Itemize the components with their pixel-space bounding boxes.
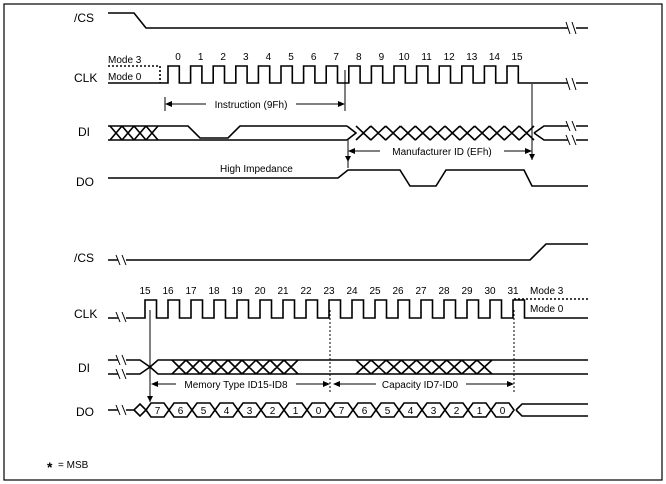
di-bottom-waveform xyxy=(108,354,588,380)
do-bit-label: 4 xyxy=(224,406,230,417)
clk-bottom-number: 24 xyxy=(346,286,358,297)
clk-top-number: 11 xyxy=(421,52,432,63)
cs-top-waveform xyxy=(108,12,588,29)
clk-bottom-number: 16 xyxy=(162,286,174,297)
di-top-waveform xyxy=(108,120,588,146)
clk-bottom-number: 17 xyxy=(185,286,197,297)
do-bit-label: 1 xyxy=(293,406,299,417)
clk-top-waveform xyxy=(108,65,588,84)
do-bit-label: 6 xyxy=(178,406,184,417)
clk-bottom-number: 30 xyxy=(484,286,496,297)
clk-top-break xyxy=(565,77,577,91)
clk-bottom-number: 23 xyxy=(323,286,335,297)
clk-top-number: 2 xyxy=(220,52,226,63)
capacity-label: Capacity ID7-ID0 xyxy=(382,380,459,391)
label-di-top: DI xyxy=(78,125,90,139)
clk-top-number: 9 xyxy=(379,52,385,63)
clk-top-number: 0 xyxy=(175,52,181,63)
clk-bottom-number: 25 xyxy=(369,286,381,297)
cs-top-break xyxy=(565,21,577,35)
do-bit-label: 2 xyxy=(454,406,460,417)
clk-bottom-number: 22 xyxy=(300,286,312,297)
instruction-label: Instruction (9Fh) xyxy=(215,100,288,111)
do-top-waveform xyxy=(108,169,588,187)
manufacturer-annotation: Manufacturer ID (EFh) xyxy=(345,84,535,168)
do-bit-label: 3 xyxy=(431,406,437,417)
mode3-bottom-label: Mode 3 xyxy=(530,286,564,297)
label-cs-top: /CS xyxy=(74,11,94,25)
clk-bottom-number: 21 xyxy=(277,286,289,297)
clk-bottom-number: 29 xyxy=(461,286,473,297)
clk-top-number: 13 xyxy=(466,52,478,63)
footnote-symbol: * xyxy=(47,459,53,475)
do-bit-label: 5 xyxy=(201,406,207,417)
clk-bottom-number: 27 xyxy=(415,286,427,297)
do-bit-label: 7 xyxy=(155,406,161,417)
do-bit-label: 3 xyxy=(247,406,253,417)
do-bit-label: 1 xyxy=(477,406,483,417)
mode3-top-label: Mode 3 xyxy=(108,55,142,66)
clk-top-number: 3 xyxy=(243,52,249,63)
clk-bottom-number: 19 xyxy=(231,286,243,297)
clk-top-number: 15 xyxy=(511,52,523,63)
clk-bottom-number: 31 xyxy=(507,286,519,297)
clk-bottom-number: 20 xyxy=(254,286,266,297)
cs-bottom-waveform xyxy=(108,243,588,261)
label-cs-bottom: /CS xyxy=(74,251,94,265)
footnote-text: = MSB xyxy=(58,460,89,471)
clk-top-number: 8 xyxy=(356,52,362,63)
clk-top-number: 4 xyxy=(266,52,272,63)
clk-top-number: 10 xyxy=(398,52,410,63)
label-do-top: DO xyxy=(76,175,94,189)
label-do-bottom: DO xyxy=(76,405,94,419)
do-bit-label: 4 xyxy=(408,406,414,417)
clk-top-number: 12 xyxy=(444,52,456,63)
clk-top-number: 6 xyxy=(311,52,317,63)
do-bottom-bit-labels: 7 6 5 4 3 2 1 0 7 6 5 4 3 2 1 0 xyxy=(155,406,506,417)
do-bit-label: 0 xyxy=(500,406,506,417)
clk-bottom-break xyxy=(115,311,127,323)
clk-bottom-waveform xyxy=(108,299,588,319)
mode0-bottom-label: Mode 0 xyxy=(530,304,564,315)
label-clk-top: CLK xyxy=(74,71,97,85)
manufacturer-label: Manufacturer ID (EFh) xyxy=(392,147,491,158)
memory-type-label: Memory Type ID15-ID8 xyxy=(184,380,288,391)
do-bit-label: 6 xyxy=(362,406,368,417)
do-bottom-waveform xyxy=(108,402,588,418)
clk-bottom-numbers: 15 16 17 18 19 20 21 22 23 24 25 26 27 28 29 30 31 xyxy=(139,286,519,297)
clk-bottom-number: 28 xyxy=(438,286,450,297)
clk-bottom-number: 26 xyxy=(392,286,404,297)
label-clk-bottom: CLK xyxy=(74,307,97,321)
high-impedance-label: High Impedance xyxy=(220,164,293,175)
label-di-bottom: DI xyxy=(78,361,90,375)
do-bit-label: 7 xyxy=(339,406,345,417)
clk-top-number: 1 xyxy=(198,52,204,63)
clk-bottom-number: 15 xyxy=(139,286,151,297)
clk-top-number: 14 xyxy=(489,52,501,63)
cs-bottom-break xyxy=(115,254,127,266)
clk-bottom-number: 18 xyxy=(208,286,220,297)
id-annotation: Memory Type ID15-ID8 Capacity ID7-ID0 xyxy=(147,310,514,402)
do-bit-label: 5 xyxy=(385,406,391,417)
diagram-frame xyxy=(3,3,663,481)
mode0-top-label: Mode 0 xyxy=(108,72,142,83)
mode3-top-dotted xyxy=(108,65,161,83)
instruction-annotation: Instruction (9Fh) xyxy=(164,70,346,111)
do-bit-label: 2 xyxy=(270,406,276,417)
do-bit-label: 0 xyxy=(316,406,322,417)
clk-top-number: 7 xyxy=(333,52,339,63)
clk-top-number: 5 xyxy=(288,52,294,63)
